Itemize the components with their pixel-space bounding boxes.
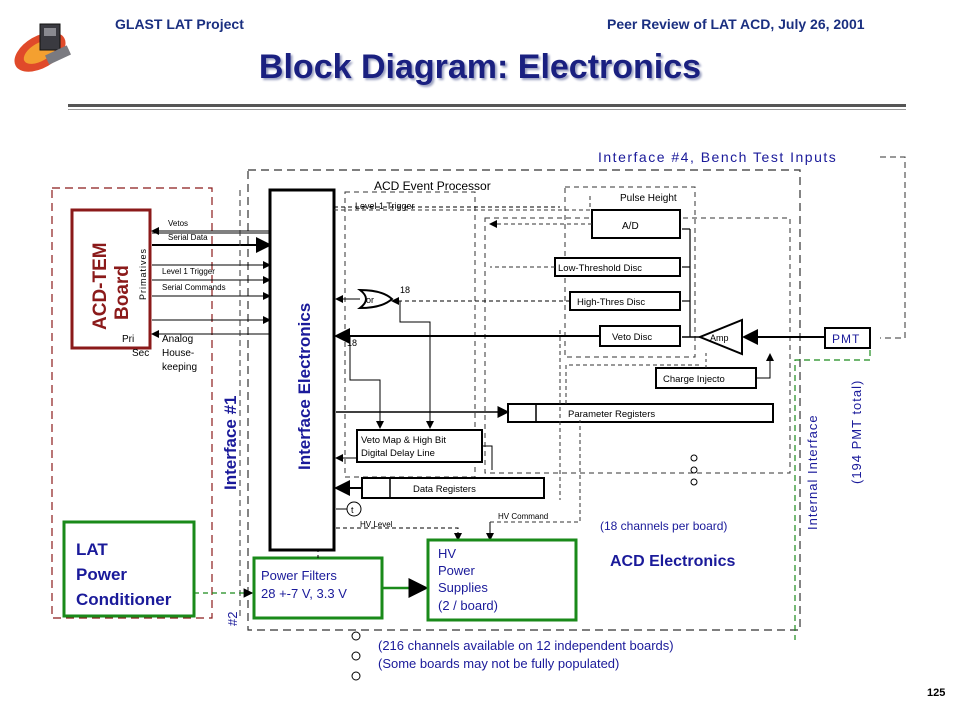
header-project: GLAST LAT Project <box>115 16 244 32</box>
vetos-label: Vetos <box>168 219 188 228</box>
interface-electronics-block <box>268 188 336 552</box>
keeping-label: keeping <box>162 362 197 373</box>
parameter-registers-label: Parameter Registers <box>568 409 655 420</box>
amp-label: Amp <box>710 333 729 343</box>
front-end-boundary <box>484 217 791 474</box>
acd-tem-board <box>70 208 152 350</box>
high-threshold-label: High-Thres Disc <box>577 297 645 308</box>
pri-label: Pri <box>122 334 134 345</box>
hv-per-board-label: (2 / board) <box>438 598 498 613</box>
pmt-total-label: (194 PMT total) <box>849 380 864 484</box>
page-title: Block Diagram: Electronics <box>258 48 702 86</box>
analog-label: Analog <box>162 334 193 345</box>
data-registers-label: Data Registers <box>413 484 476 495</box>
acd-electronics-label: ACD Electronics <box>610 553 735 570</box>
acd-electronics-boundary <box>247 169 801 631</box>
interface4-label: Interface #4, Bench Test Inputs <box>598 149 837 165</box>
charge-injector-label: Charge Injecto <box>663 374 725 385</box>
title-rule <box>68 104 906 107</box>
ad-label: A/D <box>622 221 639 232</box>
title-rule-thin <box>68 109 906 110</box>
interface1-label: Interface #1 <box>221 396 240 491</box>
tem-side-boundary <box>51 187 213 619</box>
interface2-label: #2 <box>225 612 240 626</box>
header-review: Peer Review of LAT ACD, July 26, 2001 <box>607 16 865 32</box>
conditioner-label: Conditioner <box>76 590 172 609</box>
t-circle: t <box>351 505 354 515</box>
pmt-label: PMT <box>832 332 860 346</box>
serial-data-label: Serial Data <box>168 233 208 242</box>
glast-logo-icon <box>14 23 71 72</box>
hv-power-supplies <box>426 538 578 622</box>
hv-level-label: HV Level <box>360 520 393 529</box>
footnote-channels: (216 channels available on 12 independen… <box>378 638 674 653</box>
hv-command-label: HV Command <box>498 512 548 521</box>
count-18-b: 18 <box>347 338 357 348</box>
low-threshold-label: Low-Threshold Disc <box>558 263 642 274</box>
channels-per-board: (18 channels per board) <box>600 519 727 533</box>
footnote-boards: (Some boards may not be fully populated) <box>378 656 619 671</box>
veto-map-label-2: Digital Delay Line <box>361 448 435 459</box>
veto-map-label-1: Veto Map & High Bit <box>361 435 446 446</box>
board-label: Board <box>112 265 133 320</box>
hv-supplies-label: Supplies <box>438 580 488 595</box>
power-filters <box>252 556 384 620</box>
power-label: Power <box>76 565 127 584</box>
level1-trigger-label: Level 1 Trigger <box>162 267 215 276</box>
veto-disc-label: Veto Disc <box>612 332 652 343</box>
power-filters-label: Power Filters <box>261 568 337 583</box>
lat-label: LAT <box>76 540 108 559</box>
serial-commands-label: Serial Commands <box>162 283 226 292</box>
internal-interface-label: Internal Interface <box>805 414 820 530</box>
page-number: 125 <box>927 687 946 699</box>
hv-label: HV <box>438 546 456 561</box>
or-gate <box>357 288 394 310</box>
hv-power-label: Power <box>438 563 476 578</box>
primatives-label: Primatives <box>138 248 148 300</box>
acd-tem-label: ACD-TEM <box>90 242 111 330</box>
count-18-a: 18 <box>400 285 410 295</box>
or-label: or <box>366 295 374 305</box>
house-label: House- <box>162 348 194 359</box>
power-filters-spec: 28 +-7 V, 3.3 V <box>261 586 347 601</box>
lat-power-conditioner <box>62 520 196 618</box>
sec-label: Sec <box>132 348 149 359</box>
acd-event-processor-label: ACD Event Processor <box>374 179 491 193</box>
level1-trigger-top-label: Level 1 Trigger <box>355 201 415 211</box>
pulse-height-label: Pulse Height <box>620 193 677 204</box>
interface-electronics-label: Interface Electronics <box>295 303 314 470</box>
